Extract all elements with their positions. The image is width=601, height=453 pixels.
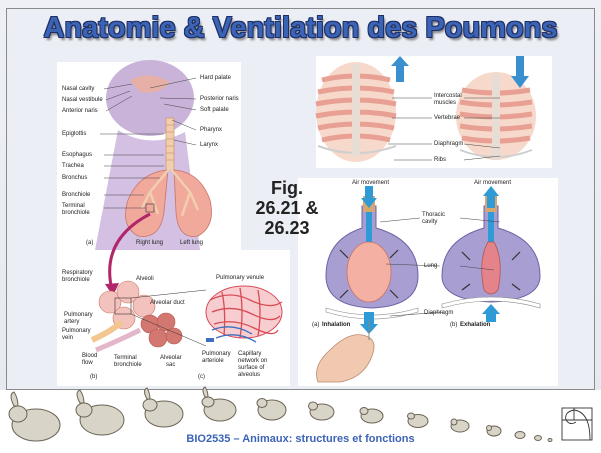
rabbit-icon [202,387,236,421]
rabbit-icon [451,419,469,432]
rabbit-icon [408,413,429,428]
rabbit-icon [360,408,383,424]
rabbit-icon [143,388,183,427]
rabbit-icon [76,390,124,435]
footer-course-title: BIO2535 – Animaux: structures et fonctio… [0,433,601,445]
rabbit-icon [257,399,286,421]
rabbit-icon [309,402,335,420]
